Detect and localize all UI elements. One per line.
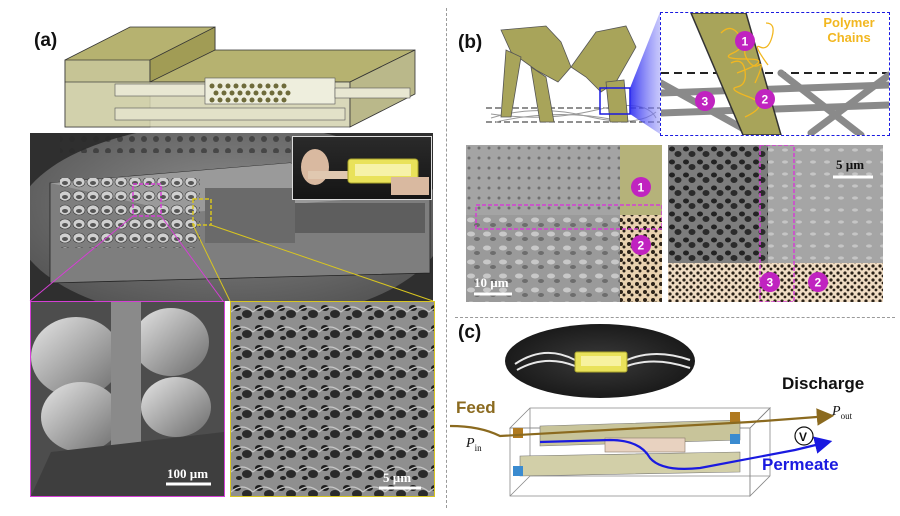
sem-interface-right: 3 2 5 µm [668,145,883,302]
p-in-label: Pin [466,436,482,453]
scalebar-100um: 100 µm [167,466,208,481]
device-schematic [64,26,416,128]
permeate-label: Permeate [762,455,839,474]
zoom-fan [630,12,660,134]
valve-symbol: V [799,430,807,444]
scalebar-10um: 10 µm [474,275,509,290]
packaged-device-photo [505,324,695,398]
feed-label: Feed [456,398,496,417]
polymer-chains-title: Polymer Chains [823,15,875,45]
panel-a-label: (a) [34,30,58,51]
sem-pillar-closeup: 100 µm [30,301,225,497]
panel-divider-vertical [446,8,447,508]
marker-1-sem: 1 [638,181,645,195]
panel-c-label: (c) [458,322,482,343]
panel-b-label: (b) [458,32,483,53]
device-photo-inset [292,136,432,200]
scalebar-5um-b: 5 µm [836,157,864,172]
sem-device-overview [30,133,433,301]
marker-2-sem-right: 2 [815,276,822,290]
marker-2-sem: 2 [638,239,645,253]
sem-interface-left: 1 2 10 µm [466,145,662,302]
sem-porous-closeup: 5 µm [230,301,435,497]
marker-3-sem: 3 [767,276,774,290]
polymer-chains-inset: 1 2 3 Polymer Chains [660,12,890,136]
p-out-label: Pout [832,404,853,421]
panel-divider-horizontal [455,317,895,318]
scalebar-5um: 5 µm [383,470,411,485]
leg-schematic [486,25,661,123]
marker-2: 2 [762,93,769,107]
zoom-connector-lines [29,215,434,302]
marker-3: 3 [702,95,709,109]
discharge-label: Discharge [782,374,865,393]
flow-diagram: V [450,407,835,497]
marker-1: 1 [742,35,749,49]
